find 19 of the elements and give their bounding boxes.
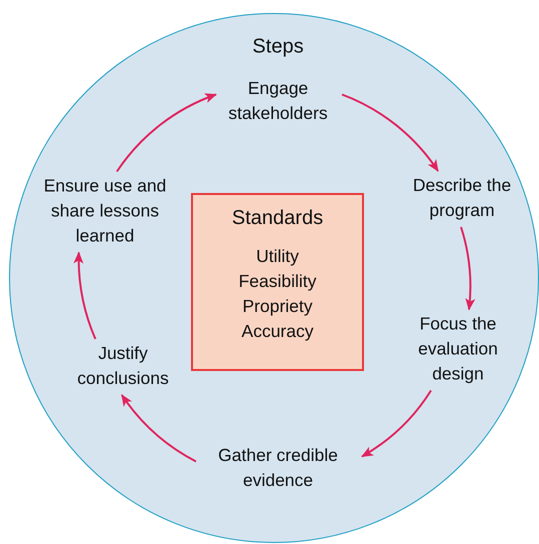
arrow bbox=[460, 226, 475, 310]
arrow bbox=[116, 94, 217, 172]
step-label: Focus the evaluation design bbox=[408, 312, 508, 386]
standards-heading: Standards bbox=[232, 207, 324, 230]
standard-item: Feasibility bbox=[238, 270, 316, 293]
step-label: Ensure use and share lessons learned bbox=[37, 174, 173, 248]
step-label: Gather credible evidence bbox=[198, 443, 358, 493]
standard-item: Utility bbox=[256, 245, 299, 268]
arrow bbox=[361, 390, 432, 458]
standards-box bbox=[191, 193, 364, 371]
circle-title: Steps bbox=[252, 36, 304, 58]
arrow bbox=[342, 94, 439, 172]
step-label: Describe the program bbox=[412, 173, 512, 223]
step-label: Justify conclusions bbox=[68, 341, 178, 391]
standard-item: Propriety bbox=[242, 295, 313, 318]
step-label: Engage stakeholders bbox=[218, 76, 338, 126]
arrow bbox=[121, 394, 197, 462]
arrow bbox=[74, 252, 96, 340]
standard-item: Accuracy bbox=[242, 320, 314, 343]
